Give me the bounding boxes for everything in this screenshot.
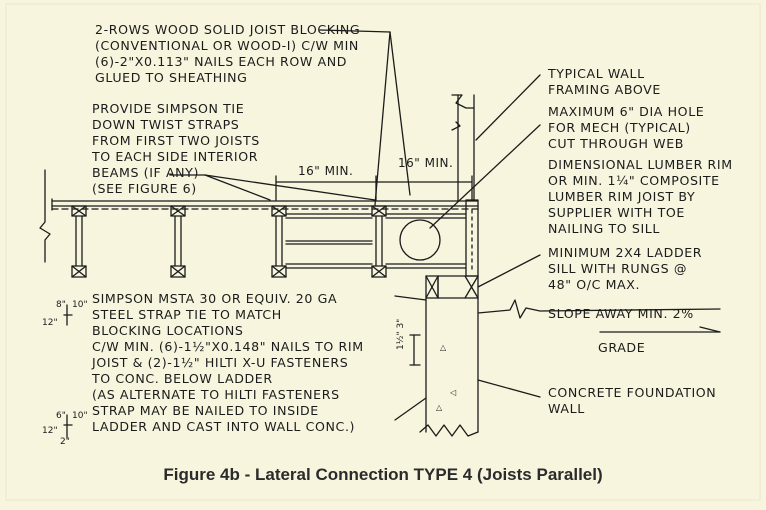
note-tie-straps: PROVIDE SIMPSON TIE DOWN TWIST STRAPS FR… [92, 101, 260, 197]
mech-hole [399, 219, 441, 261]
rim-joist [465, 199, 479, 277]
note-line: DIMENSIONAL LUMBER RIM [548, 157, 733, 172]
left-dimensions [63, 304, 73, 439]
dimension-spacing-b: 16" MIN. [398, 156, 454, 170]
note-wall-framing: TYPICAL WALL FRAMING ABOVE [548, 66, 661, 98]
note-blocking: 2-ROWS WOOD SOLID JOIST BLOCKING (CONVEN… [95, 22, 360, 86]
note-line: TO CONC. BELOW LADDER [92, 371, 273, 386]
break-line [39, 169, 51, 263]
dimension-spacing-a: 16" MIN. [298, 164, 354, 178]
note-line: GLUED TO SHEATHING [95, 70, 248, 85]
foundation-wall: △ ◁ △ [419, 297, 541, 437]
note-line: MINIMUM 2x4 LADDER [548, 245, 703, 260]
note-line: (SEE FIGURE 6) [92, 181, 197, 196]
note-grade: GRADE [598, 340, 646, 355]
note-line: FROM FIRST TWO JOISTS [92, 133, 260, 148]
note-line: NAILING TO SILL [548, 221, 661, 236]
joist-blocking [271, 205, 467, 278]
note-foundation: CONCRETE FOUNDATION WALL [548, 385, 716, 417]
note-slope: SLOPE AWAY MIN. 2% [548, 306, 694, 321]
note-line: DOWN TWIST STRAPS [92, 117, 240, 132]
note-line: 48" O/C MAX. [548, 277, 641, 292]
note-line: SILL WITH RUNGS @ [548, 261, 688, 276]
svg-text:◁: ◁ [450, 388, 457, 397]
subfloor-sheathing [51, 198, 479, 211]
note-strap-tie: SIMPSON MSTA 30 OR EQUIV. 20 GA STEEL ST… [92, 291, 364, 435]
dim-vertical: 1½" 3" [396, 318, 406, 350]
note-line: MAXIMUM 6" DIA HOLE [548, 104, 705, 119]
note-line: FRAMING ABOVE [548, 82, 661, 97]
dim-left-top-b: 12" [42, 318, 58, 328]
joist-post-2 [170, 205, 186, 278]
strap-leader [394, 295, 427, 301]
dim-left-top-r: 10" [72, 300, 88, 310]
dim-left-bottom-r: 10" [72, 411, 88, 421]
joist-post-1 [71, 205, 87, 278]
note-line: (6)-2"x0.113" NAILS EACH ROW AND [95, 54, 348, 69]
note-rim-joist: DIMENSIONAL LUMBER RIM OR MIN. 1¼" COMPO… [548, 157, 733, 237]
dim-left-top: 8" [56, 300, 66, 310]
note-line: (CONVENTIONAL OR WOOD-I) C/W MIN [95, 38, 359, 53]
note-line: BEAMS (IF ANY) [92, 165, 199, 180]
note-line: LUMBER RIM JOIST BY [548, 189, 696, 204]
note-line: STRAP MAY BE NAILED TO INSIDE [92, 403, 319, 418]
note-line: BLOCKING LOCATIONS [92, 323, 244, 338]
note-line: LADDER AND CAST INTO WALL CONC.) [92, 419, 356, 434]
note-line: C/W MIN. (6)-1½"x0.148" NAILS TO RIM [92, 339, 364, 354]
note-line: CUT THROUGH WEB [548, 136, 685, 151]
svg-text:△: △ [436, 403, 443, 412]
ladder-sill [425, 254, 541, 299]
paper-border [5, 3, 761, 501]
wall-framing [451, 74, 541, 202]
note-line: TYPICAL WALL [548, 66, 645, 81]
note-line: PROVIDE SIMPSON TIE [92, 101, 245, 116]
grade-line [477, 299, 721, 333]
note-line: 2-ROWS WOOD SOLID JOIST BLOCKING [95, 22, 361, 37]
note-line: TO EACH SIDE INTERIOR [92, 149, 259, 164]
vertical-dimension [409, 334, 421, 366]
dim-left-bottom-b: 12" [42, 426, 58, 436]
note-line: CONCRETE FOUNDATION [548, 385, 717, 400]
note-line: SIMPSON MSTA 30 OR EQUIV. 20 GA [92, 291, 338, 306]
figure-caption: Figure 4b - Lateral Connection TYPE 4 (J… [163, 465, 603, 484]
note-line: (AS ALTERNATE TO HILTI FASTENERS [92, 387, 340, 402]
note-line: SUPPLIER WITH TOE [548, 205, 685, 220]
note-mech-hole: MAXIMUM 6" DIA HOLE FOR MECH (TYPICAL) C… [548, 104, 704, 152]
dimension-lines [275, 175, 473, 201]
dim-left-bottom: 6" [56, 411, 66, 421]
note-ladder-sill: MINIMUM 2x4 LADDER SILL WITH RUNGS @ 48"… [548, 245, 702, 293]
dim-left-bottom-c: 2" [60, 437, 70, 447]
note-leaders [169, 29, 411, 206]
strap-leader-2 [394, 397, 427, 421]
svg-text:△: △ [440, 343, 447, 352]
hole-leader [429, 124, 541, 229]
note-line: OR MIN. 1¼" COMPOSITE [548, 173, 720, 188]
note-line: JOIST & (2)-1½" HILTI X-U FASTENERS [92, 355, 349, 370]
note-line: FOR MECH (TYPICAL) [548, 120, 691, 135]
note-line: WALL [548, 401, 585, 416]
note-line: STEEL STRAP TIE TO MATCH [92, 307, 282, 322]
